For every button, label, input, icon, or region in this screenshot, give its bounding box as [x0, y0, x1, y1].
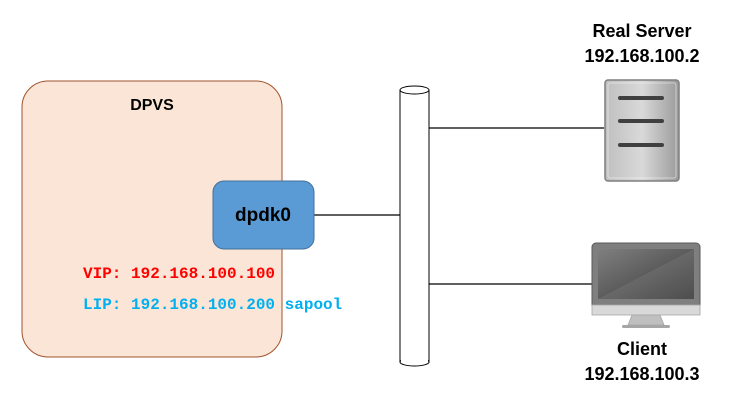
lip-label: LIP: 192.168.100.200 sapool — [83, 296, 342, 314]
dpvs-title: DPVS — [130, 97, 174, 114]
network-bus — [399, 85, 430, 367]
dpdk0-interface: dpdk0 — [212, 180, 315, 250]
dpvs-box: DPVS VIP: 192.168.100.100 LIP: 192.168.1… — [21, 80, 342, 358]
real-server-ip: 192.168.100.2 — [584, 46, 699, 66]
bus-body — [399, 89, 430, 363]
client-ip: 192.168.100.3 — [584, 364, 699, 384]
monitor-icon — [591, 242, 701, 328]
bus-top — [399, 85, 430, 95]
dpdk0-shape — [212, 180, 315, 250]
real-server: Real Server 192.168.100.2 — [584, 21, 700, 182]
real-server-name: Real Server — [592, 21, 691, 41]
vip-label: VIP: 192.168.100.100 — [83, 265, 275, 283]
dpdk0-label: dpdk0 — [235, 205, 291, 226]
client: Client 192.168.100.3 — [584, 242, 701, 384]
server-icon — [604, 79, 680, 182]
client-name: Client — [617, 339, 667, 359]
